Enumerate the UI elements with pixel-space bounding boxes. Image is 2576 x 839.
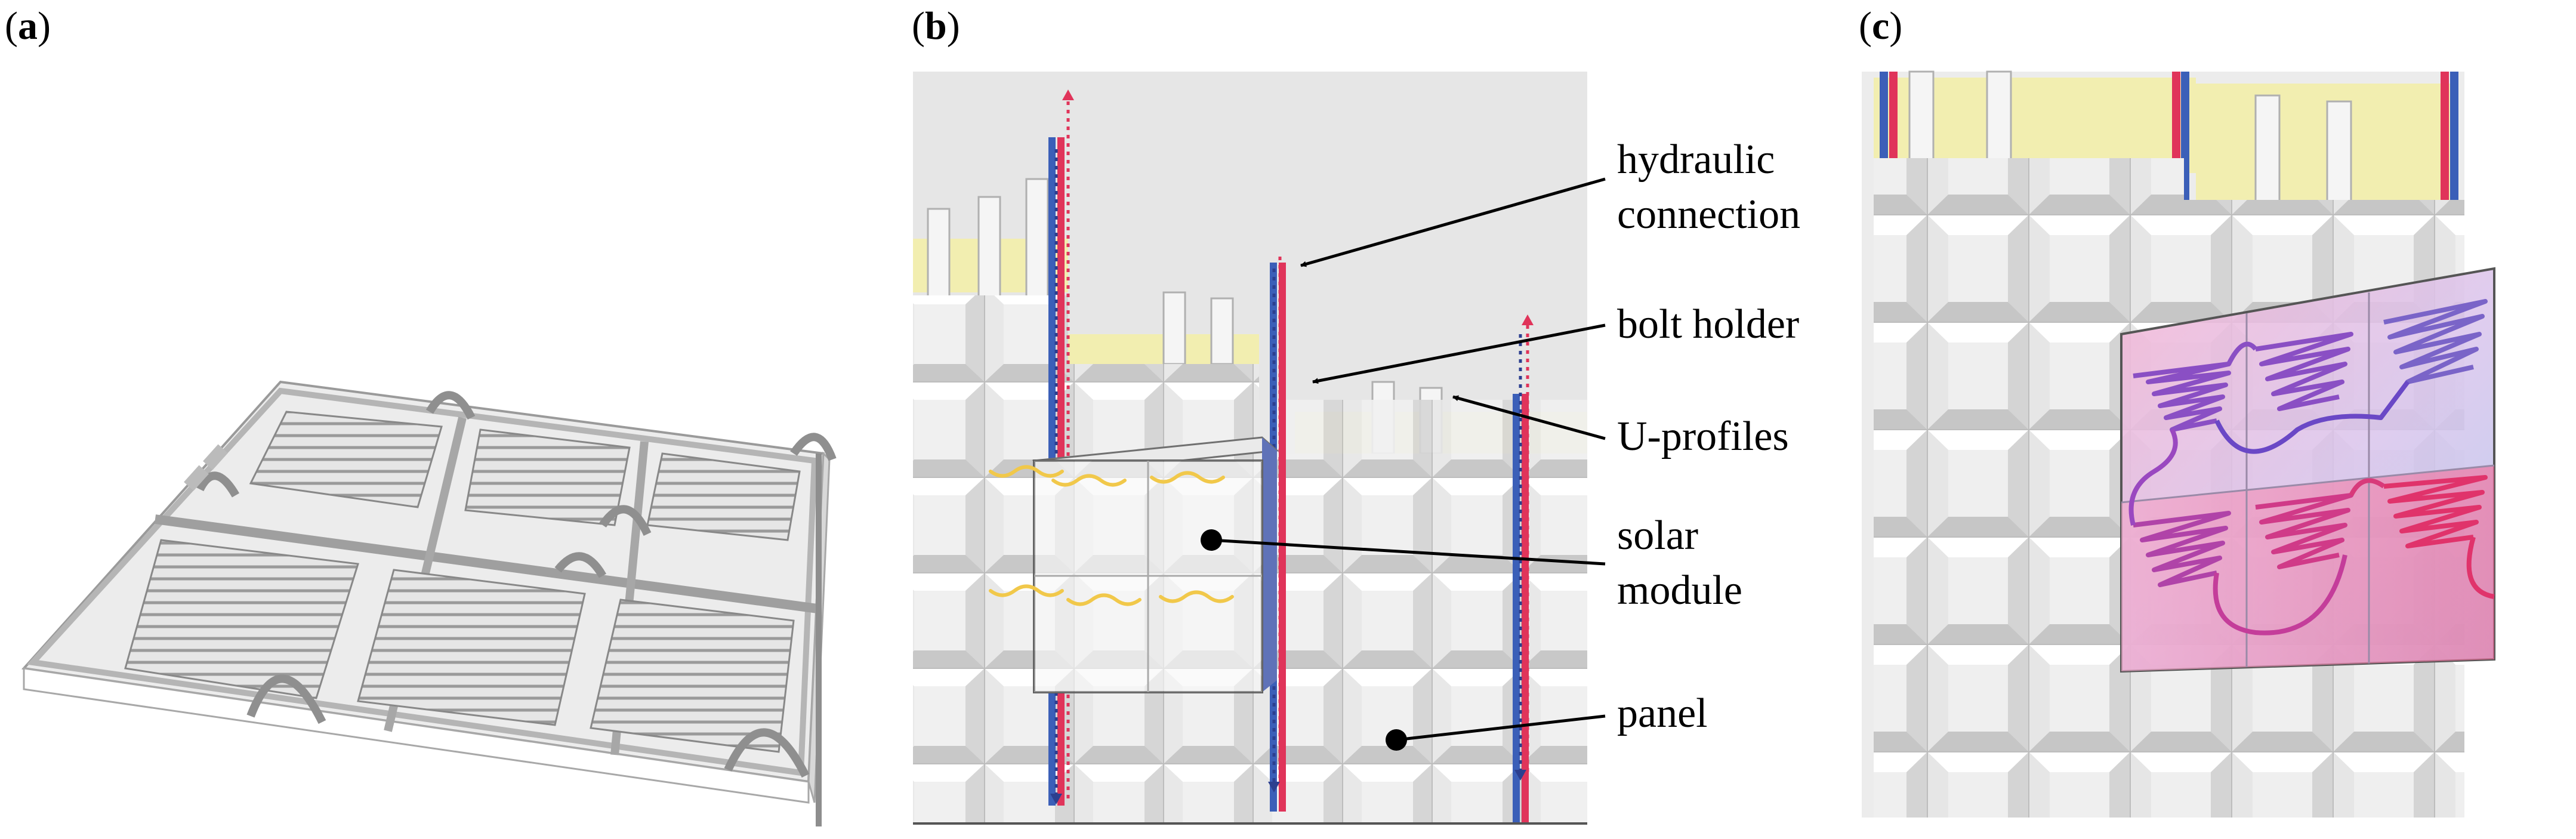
label-hydraulic-line2: connection	[1617, 192, 1801, 237]
solar-module-c	[2120, 267, 2495, 673]
solar-module-marker	[1201, 529, 1222, 551]
label-hydraulic-connection: hydraulic connection	[1617, 132, 1800, 242]
label-solar-line2: module	[1617, 567, 1742, 613]
label-solar-line1: solar	[1617, 513, 1699, 559]
panel-label-a: (a)	[5, 4, 51, 48]
panel-marker	[1386, 729, 1407, 751]
label-panel: panel	[1617, 690, 1708, 736]
facade-render-b	[913, 72, 1587, 825]
label-solar-module: solar module	[1617, 508, 1742, 618]
label-bolt-holder: bolt holder	[1617, 301, 1800, 347]
solar-module-b	[989, 436, 1279, 693]
absorber-plate-render	[21, 380, 837, 826]
label-hydraulic-line1: hydraulic	[1617, 137, 1775, 183]
facade-render-c	[1862, 70, 2495, 818]
label-u-profiles: U-profiles	[1617, 414, 1789, 459]
panel-label-b: (b)	[912, 4, 960, 48]
panel-label-c: (c)	[1859, 4, 1903, 48]
callout-leaders	[1201, 177, 1606, 751]
